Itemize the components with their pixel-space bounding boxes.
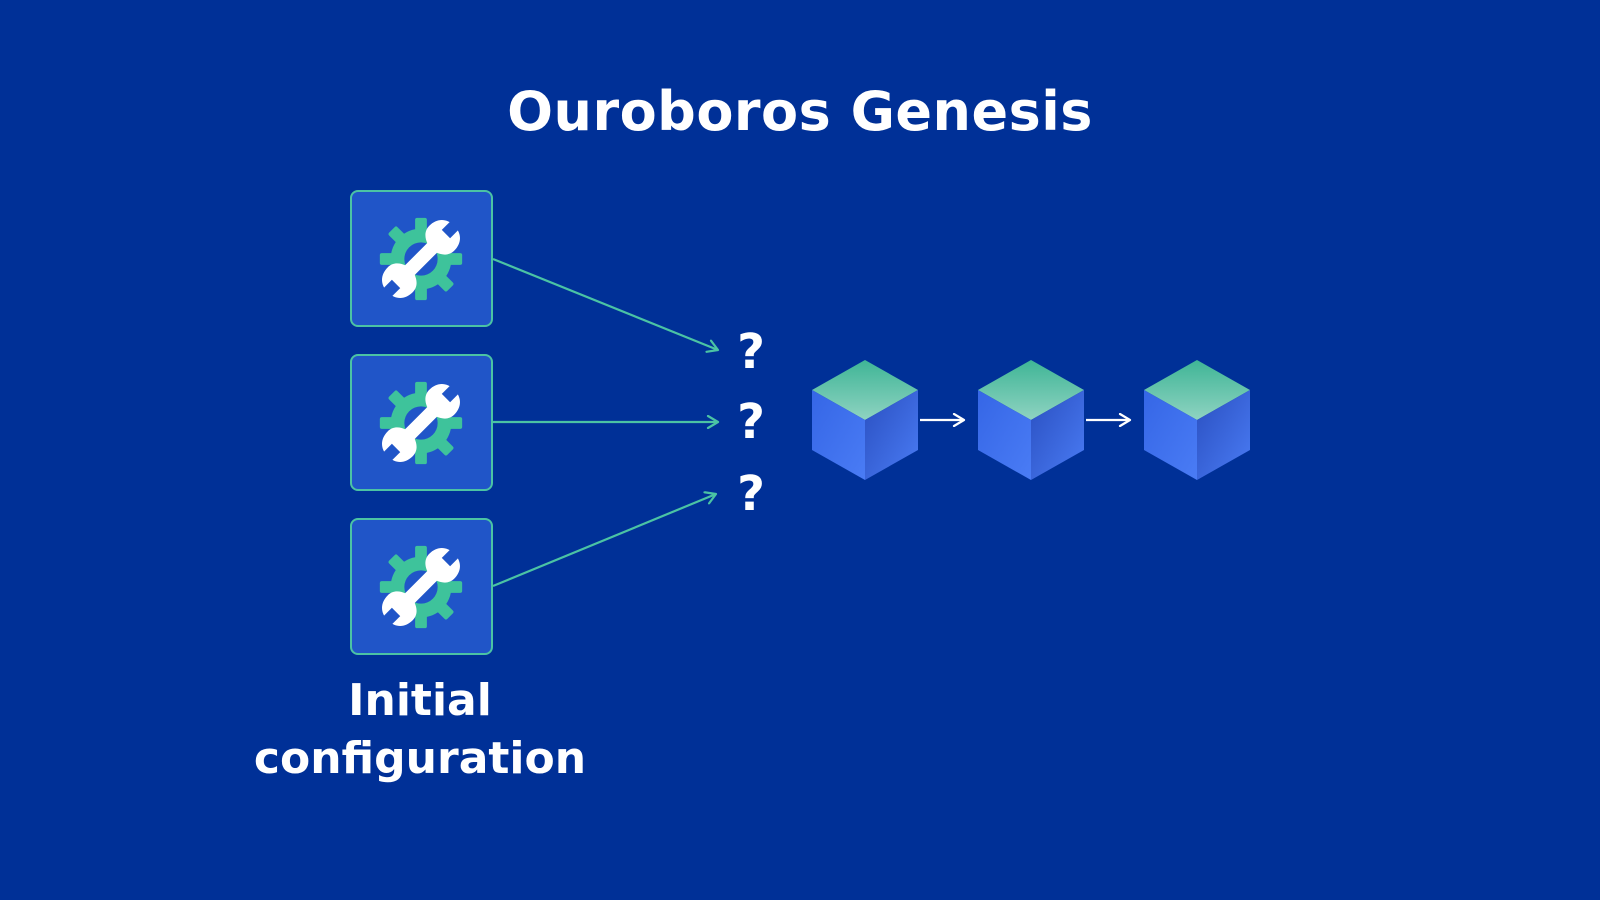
caption-line-2: configuration bbox=[253, 733, 587, 784]
caption-line-1: Initial bbox=[348, 675, 492, 726]
block-cube-1 bbox=[812, 360, 918, 480]
arrow-config-3-to-question bbox=[492, 494, 716, 588]
initial-configuration-label: Initial configuration bbox=[220, 672, 620, 788]
block-cube-2 bbox=[978, 360, 1084, 480]
arrow-config-1-to-question bbox=[492, 257, 718, 350]
question-mark-3: ? bbox=[737, 466, 765, 522]
diagram-title: Ouroboros Genesis bbox=[507, 80, 1093, 143]
config-box-2 bbox=[350, 354, 493, 491]
question-mark-1: ? bbox=[737, 324, 765, 380]
config-box-1 bbox=[350, 190, 493, 327]
config-box-3 bbox=[350, 518, 493, 655]
block-cube-3 bbox=[1144, 360, 1250, 480]
question-mark-2: ? bbox=[737, 394, 765, 450]
